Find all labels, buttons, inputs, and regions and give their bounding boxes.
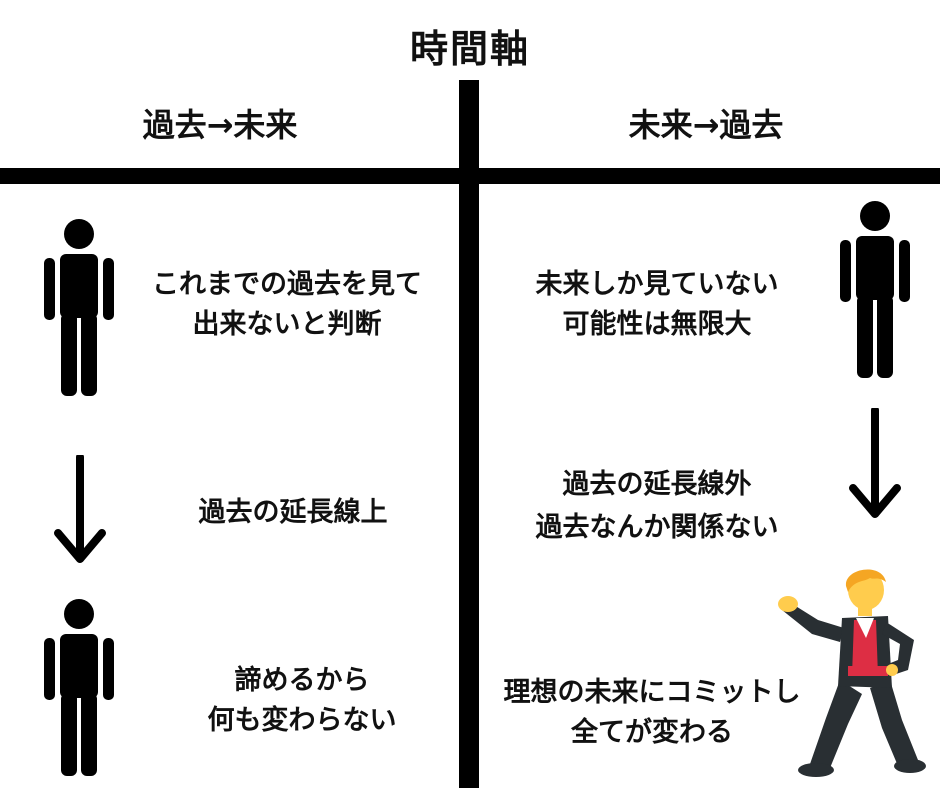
right-step2-line1: 過去の延長線外 — [562, 469, 752, 500]
right-step1-line1: 未来しか見ていない — [535, 269, 779, 300]
left-step3-line1: 諦めるから — [234, 665, 370, 696]
left-step1-line1: これまでの過去を見て — [152, 269, 422, 300]
arrow-down-icon — [849, 408, 901, 518]
left-column-header: 過去→未来 — [142, 106, 298, 144]
dancing-man-icon — [778, 569, 926, 777]
vertical-divider — [459, 80, 479, 788]
diagram-title: 時間軸 — [409, 27, 530, 71]
right-step3-line1: 理想の未来にコミットし — [503, 677, 801, 708]
right-column-header: 未来→過去 — [628, 106, 784, 144]
left-step2-line1: 過去の延長線上 — [198, 497, 388, 528]
person-icon — [44, 599, 114, 776]
right-step1-line2: 可能性は無限大 — [562, 309, 752, 340]
left-step3-line2: 何も変わらない — [207, 705, 397, 736]
arrow-down-icon — [54, 455, 106, 563]
right-step3-line2: 全てが変わる — [571, 717, 733, 748]
right-step2-line2: 過去なんか関係ない — [535, 512, 779, 543]
person-icon — [44, 219, 114, 396]
person-icon — [840, 201, 910, 378]
left-step1-line2: 出来ないと判断 — [192, 309, 382, 340]
